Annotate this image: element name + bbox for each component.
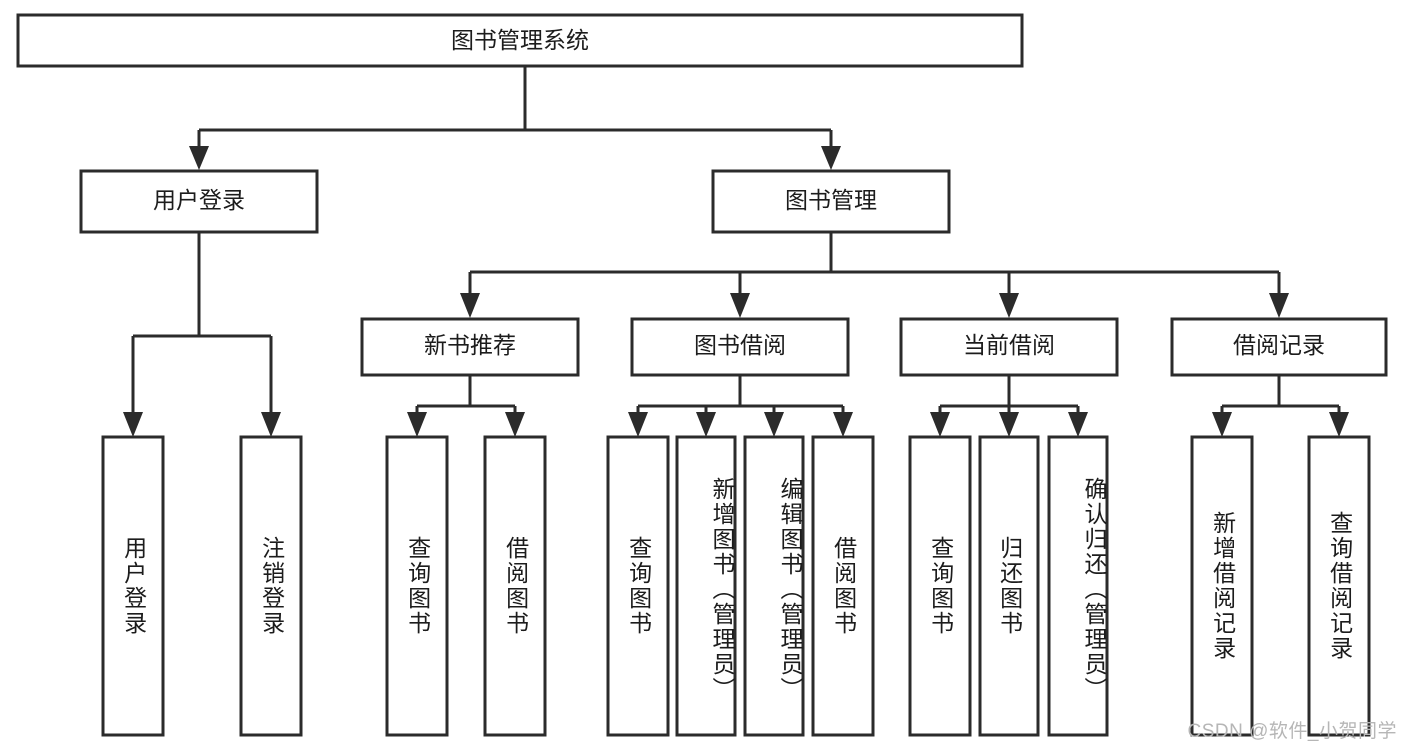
leaf-box-query-book-borrow[interactable]: [606, 435, 670, 737]
connector-group-book-management: [460, 233, 1289, 318]
node-new-book-recommend-box[interactable]: [360, 317, 580, 377]
arrow-head-leaf-edit-book-admin: [764, 412, 784, 437]
node-borrow-record-label: 借阅记录: [1233, 332, 1325, 358]
leaf-box-borrow-book-rec[interactable]: [483, 435, 547, 737]
node-user-login[interactable]: 用户登录: [79, 169, 319, 234]
arrow-head-leaf-return-book: [999, 412, 1019, 437]
node-user-login-box[interactable]: [79, 169, 319, 234]
arrow-head-leaf-query-book-borrow: [628, 412, 648, 437]
arrow-head-leaf-logout-login: [261, 412, 281, 437]
arrow-head-user-login: [189, 146, 209, 170]
arrow-head-new-book-recommend: [460, 293, 480, 318]
leaf-box-user-login[interactable]: [101, 435, 165, 737]
leaf-box-borrow-book[interactable]: [811, 435, 875, 737]
arrow-head-borrow-record: [1269, 293, 1289, 318]
node-book-management-label: 图书管理: [785, 187, 877, 213]
arrow-head-leaf-borrow-book-rec: [505, 412, 525, 437]
arrow-head-book-borrow: [730, 293, 750, 318]
arrow-head-leaf-query-book-rec: [407, 412, 427, 437]
node-current-borrow-label: 当前借阅: [963, 332, 1055, 358]
arrow-head-leaf-add-record: [1212, 412, 1232, 437]
arrow-head-leaf-query-record: [1329, 412, 1349, 437]
node-current-borrow[interactable]: 当前借阅: [899, 317, 1119, 377]
leaf-box-add-record[interactable]: [1190, 435, 1254, 737]
arrow-head-leaf-user-login: [123, 412, 143, 437]
leaf-box-return-book[interactable]: [978, 435, 1040, 737]
node-book-borrow[interactable]: 图书借阅: [630, 317, 850, 377]
leaf-box-query-book-current[interactable]: [908, 435, 972, 737]
node-root[interactable]: 图书管理系统: [16, 13, 1024, 68]
node-new-book-recommend-label: 新书推荐: [424, 332, 516, 358]
arrow-head-current-borrow: [999, 293, 1019, 318]
node-new-book-recommend[interactable]: 新书推荐: [360, 317, 580, 377]
leaf-box-query-record[interactable]: [1307, 435, 1371, 737]
connector-group-root: [189, 66, 841, 170]
arrow-head-leaf-borrow-book: [833, 412, 853, 437]
node-root-label: 图书管理系统: [451, 27, 589, 53]
arrow-head-leaf-add-book-admin: [696, 412, 716, 437]
leaf-box-add-book-admin[interactable]: [675, 435, 737, 737]
connector-group-new-book-recommend: [407, 376, 525, 437]
leaf-box-query-book-rec[interactable]: [385, 435, 449, 737]
connector-group-user-login: [123, 233, 281, 437]
node-borrow-record-box[interactable]: [1170, 317, 1388, 377]
leaf-box-edit-book-admin[interactable]: [743, 435, 805, 737]
node-book-management[interactable]: 图书管理: [711, 169, 951, 234]
node-book-borrow-label: 图书借阅: [694, 332, 786, 358]
connector-group-current-borrow: [930, 376, 1088, 437]
node-borrow-record[interactable]: 借阅记录: [1170, 317, 1388, 377]
arrow-head-leaf-query-book-current: [930, 412, 950, 437]
connector-group-book-borrow: [628, 376, 853, 437]
arrow-head-leaf-confirm-return-admin: [1068, 412, 1088, 437]
node-root-box[interactable]: [16, 13, 1024, 68]
node-book-management-box[interactable]: [711, 169, 951, 234]
node-current-borrow-box[interactable]: [899, 317, 1119, 377]
leaf-box-confirm-return-admin[interactable]: [1047, 435, 1109, 737]
node-user-login-label: 用户登录: [153, 187, 245, 213]
watermark-text: CSDN @软件_小贺同学: [1187, 721, 1397, 742]
arrow-head-book-management: [821, 146, 841, 170]
connector-group-borrow-record: [1212, 376, 1349, 437]
leaf-box-logout-login[interactable]: [239, 435, 303, 737]
node-book-borrow-box[interactable]: [630, 317, 850, 377]
